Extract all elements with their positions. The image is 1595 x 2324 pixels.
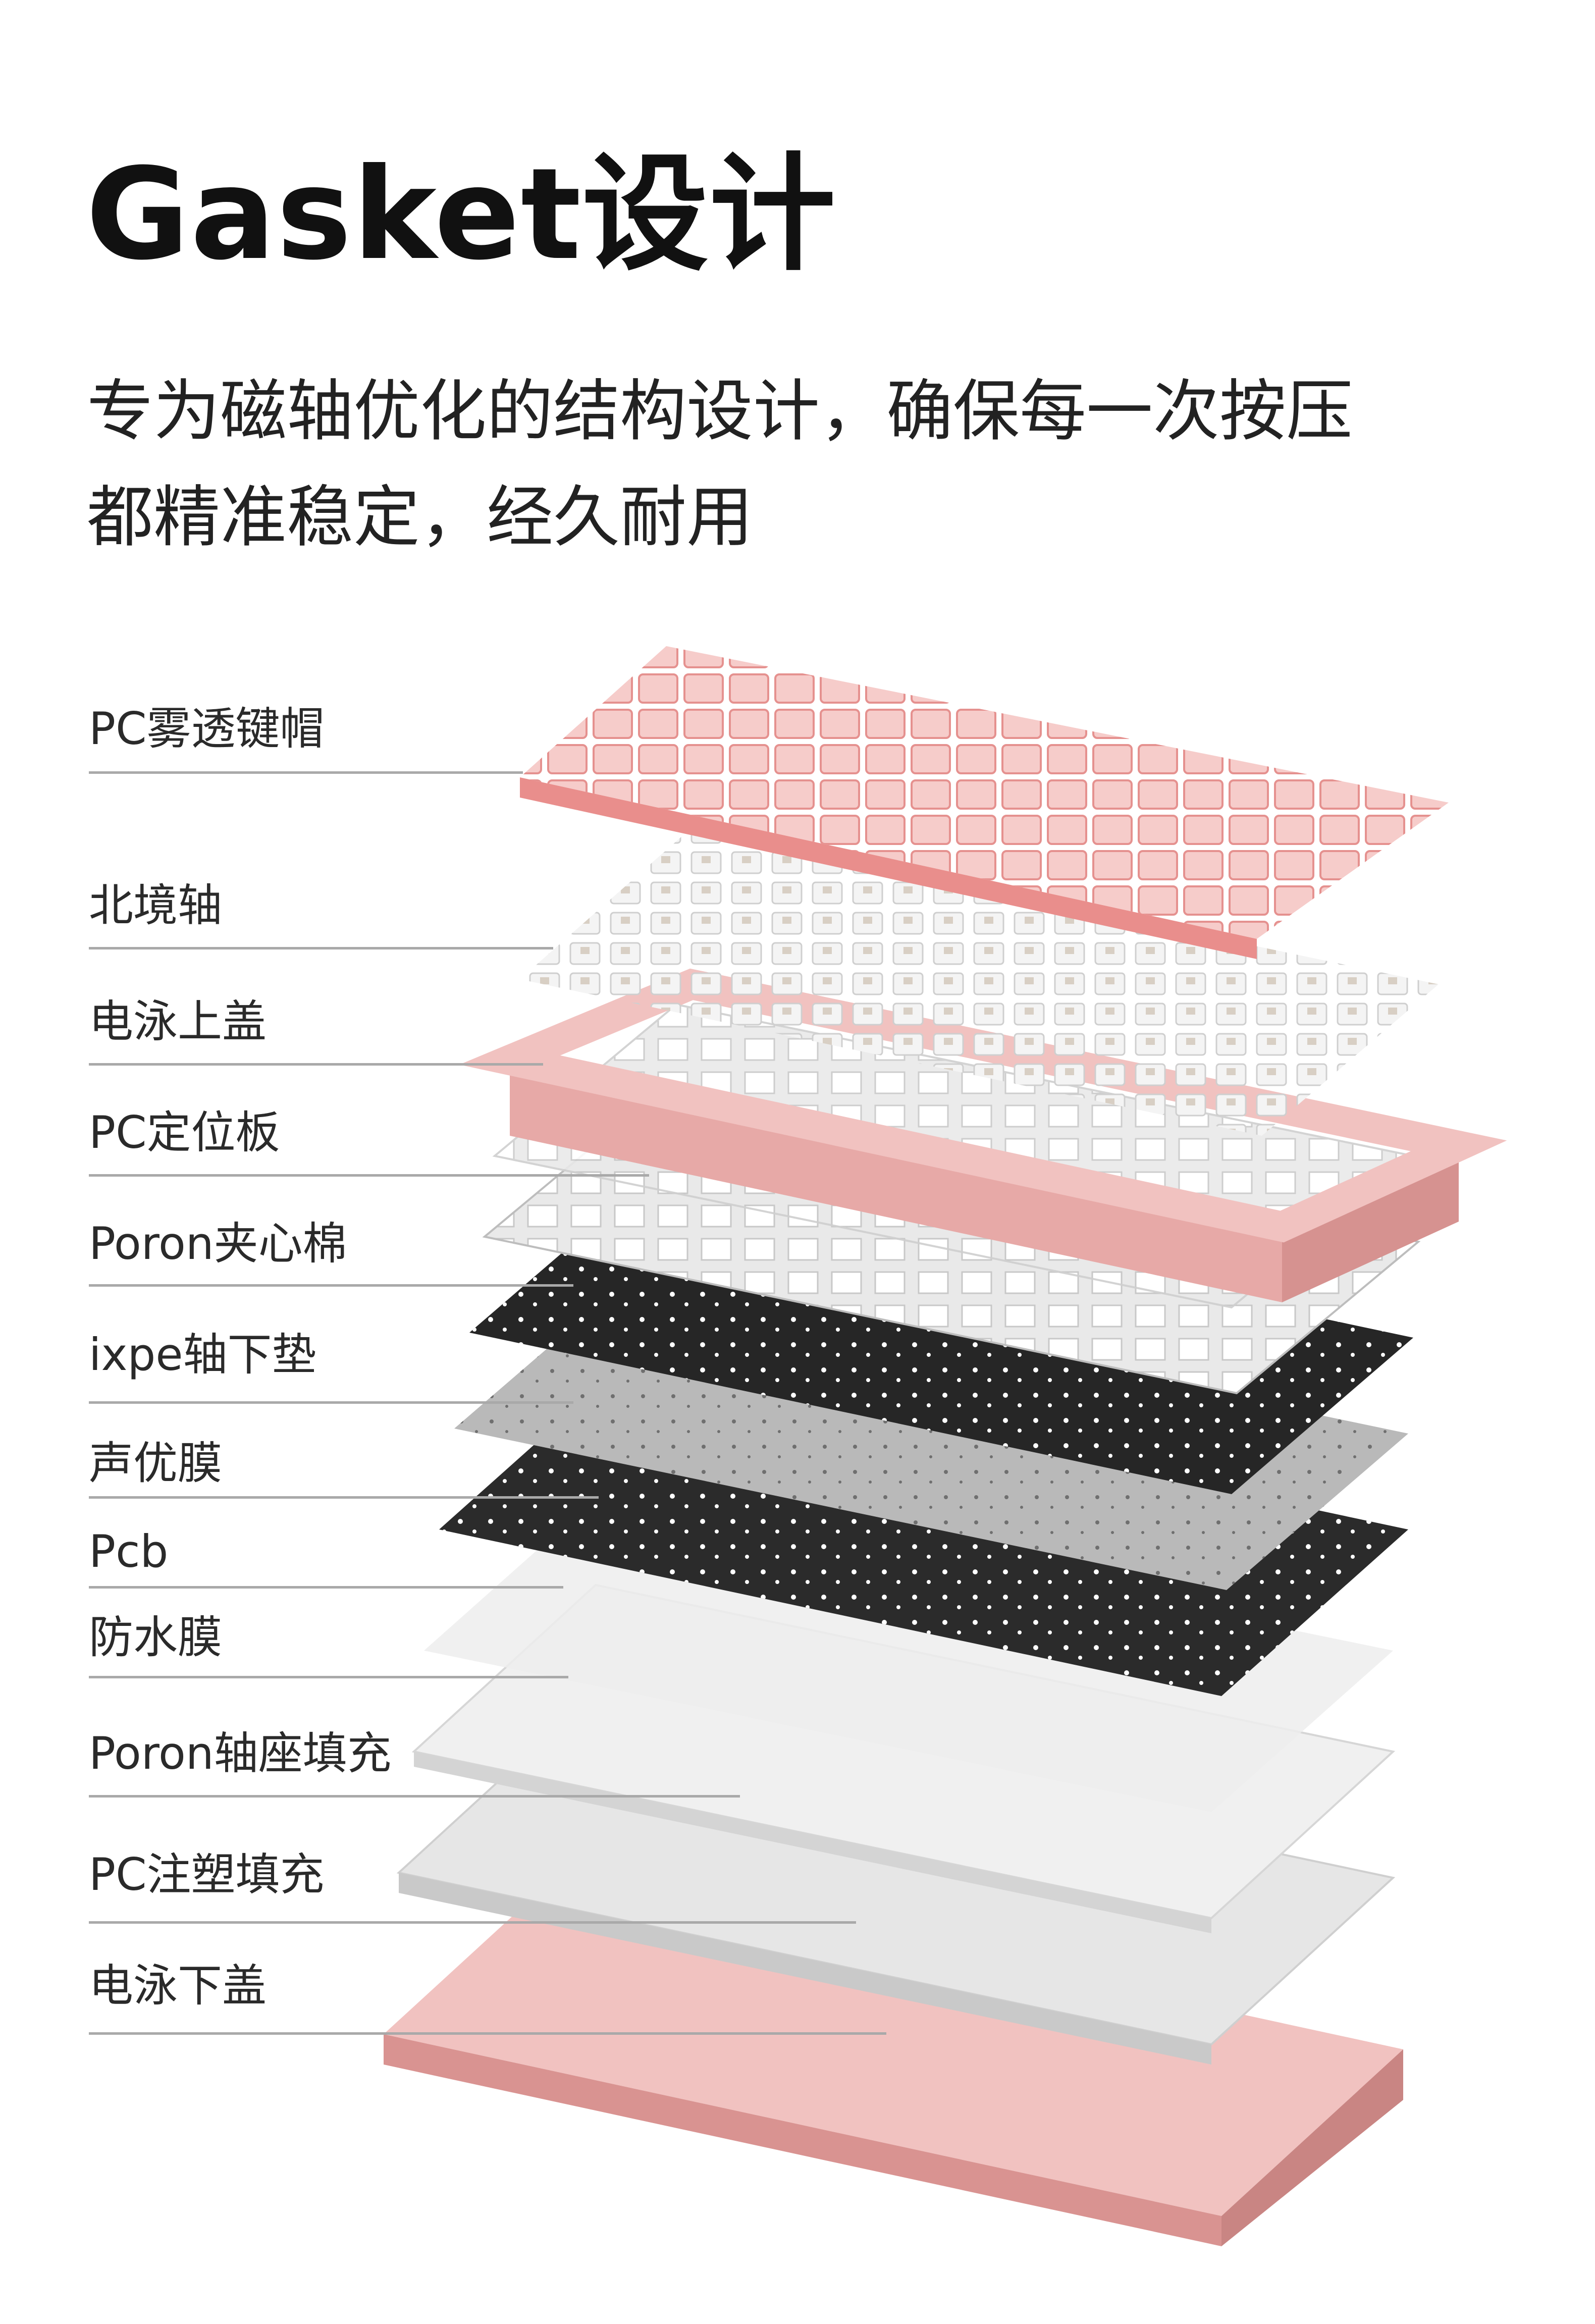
label-ixpe-pad: ixpe轴下垫 [89, 1329, 316, 1381]
leader-line-pcb [89, 1586, 563, 1589]
layer-switches [520, 828, 1439, 1136]
leader-line-acoustic-film [89, 1496, 599, 1499]
label-bottom-case: 电泳下盖 [89, 1960, 267, 2012]
label-acoustic-film: 声优膜 [89, 1437, 223, 1489]
label-keycaps: PC雾透键帽 [89, 703, 325, 755]
leader-line-ixpe-pad [89, 1401, 573, 1404]
label-poron-foam: Poron夹心棉 [89, 1218, 347, 1270]
page-title: Gasket设计 [86, 141, 837, 288]
label-pc-plate: PC定位板 [89, 1106, 280, 1158]
label-top-frame: 电泳上盖 [89, 995, 267, 1047]
layer-keycaps [520, 646, 1449, 959]
leader-line-waterproof-film [89, 1676, 568, 1678]
label-waterproof-film: 防水膜 [89, 1611, 223, 1663]
leader-line-poron-fill [89, 1795, 740, 1798]
label-poron-fill: Poron轴座填充 [89, 1727, 392, 1779]
subtitle-line-1: 专为磁轴优化的结构设计，确保每一次按压 [87, 373, 1353, 450]
leader-line-poron-foam [89, 1284, 573, 1287]
label-switches: 北境轴 [89, 879, 223, 931]
layer-top-frame [459, 968, 1507, 1302]
leader-line-pc-injection-fill [89, 1921, 856, 1924]
leader-line-bottom-case [89, 2032, 886, 2035]
leader-line-pc-plate [89, 1174, 649, 1177]
leader-line-top-frame [89, 1063, 543, 1066]
subtitle-line-2: 都精准稳定，经久耐用 [87, 479, 753, 556]
page-subtitle: 专为磁轴优化的结构设计，确保每一次按压 都精准稳定，经久耐用 [87, 358, 1551, 570]
leader-line-switches [89, 947, 553, 949]
leader-line-keycaps [89, 771, 523, 774]
label-pc-injection-fill: PC注塑填充 [89, 1848, 325, 1900]
label-pcb: Pcb [89, 1525, 169, 1577]
